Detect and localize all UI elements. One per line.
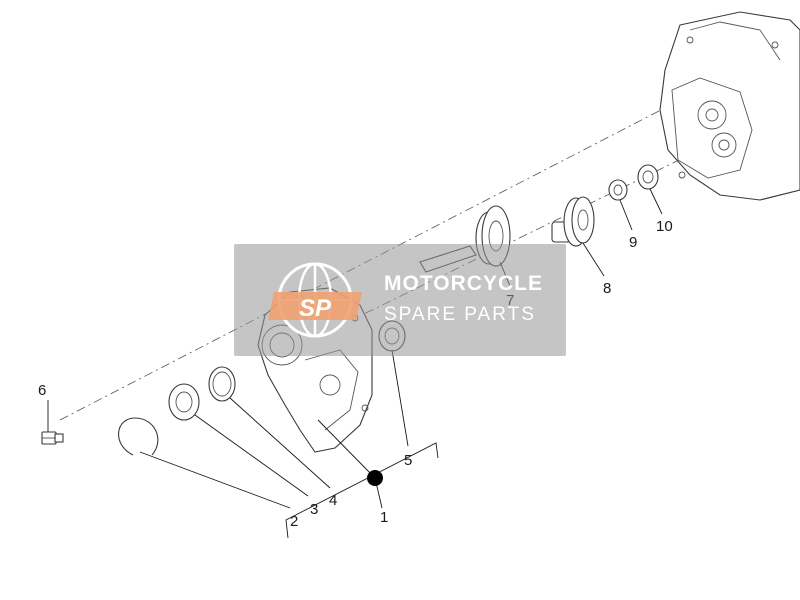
watermark-title: MOTORCYCLE (384, 272, 543, 295)
callout-4: 4 (329, 492, 337, 509)
callout-6: 6 (38, 382, 46, 399)
logo-text: SP (299, 295, 332, 322)
watermark-banner: SP MOTORCYCLE SPARE PARTS (234, 244, 566, 356)
circlip-2 (118, 417, 159, 456)
axis-line-main (59, 94, 691, 421)
callout-1: 1 (380, 509, 388, 526)
reference-dot (367, 470, 383, 486)
callout-5: 5 (404, 452, 412, 469)
gear-8 (551, 196, 595, 247)
nut-9 (608, 179, 628, 201)
seal-ring-4 (208, 366, 236, 402)
bearing-3 (168, 383, 200, 421)
pinion-gear-10 (637, 164, 659, 190)
callout-2: 2 (290, 513, 298, 530)
callout-9: 9 (629, 234, 637, 251)
callout-3: 3 (310, 501, 318, 518)
engine-crankcase (659, 11, 800, 201)
callout-8: 8 (603, 280, 611, 297)
globe-logo-icon: SP (268, 262, 362, 338)
bolt-6 (41, 431, 64, 445)
callout-10: 10 (656, 218, 673, 235)
watermark-subtitle: SPARE PARTS (384, 304, 536, 325)
